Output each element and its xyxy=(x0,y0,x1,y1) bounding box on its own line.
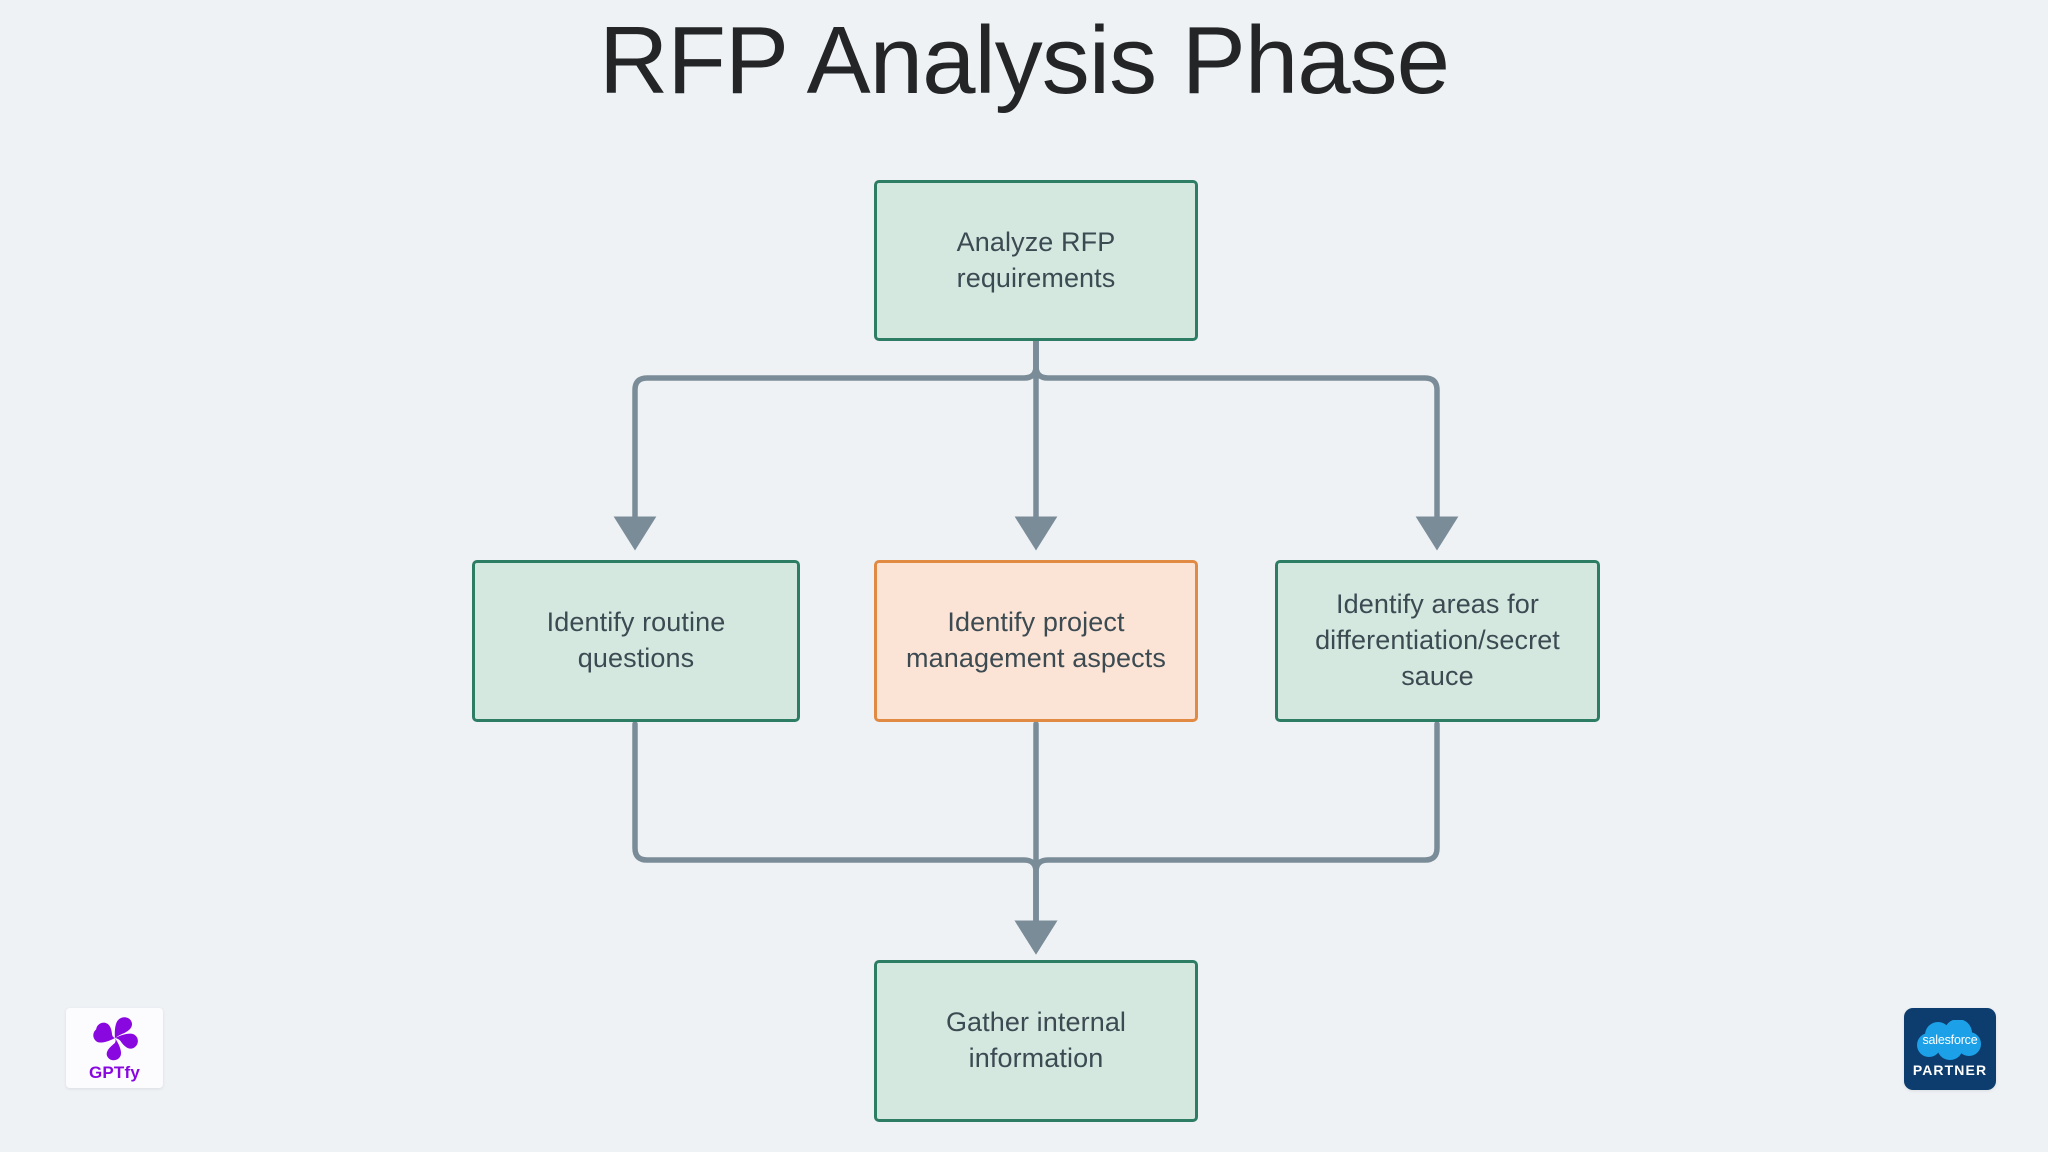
node-label: Identify areas for differentiation/secre… xyxy=(1315,589,1560,691)
node-identify-routine-questions[interactable]: Identify routine questions xyxy=(472,560,800,722)
edge-identify-areas-to-gather xyxy=(1014,721,1440,955)
node-label: Analyze RFP requirements xyxy=(956,226,1116,293)
cloud-shape-icon xyxy=(1917,1019,1981,1060)
edge-bus-to-identify-routine xyxy=(613,338,1039,551)
page-title: RFP Analysis Phase xyxy=(599,7,1450,114)
node-gather-internal-information[interactable]: Gather internal information xyxy=(874,960,1198,1122)
salesforce-cloud-icon: salesforce xyxy=(1913,1019,1987,1060)
node-identify-project-management-aspects[interactable]: Identify project management aspects xyxy=(874,560,1198,722)
pinwheel-icon xyxy=(92,1016,138,1060)
salesforce-wordmark: salesforce xyxy=(1922,1033,1978,1047)
salesforce-partner-badge: salesforce PARTNER xyxy=(1904,1008,1996,1090)
partner-label: PARTNER xyxy=(1912,1062,1988,1078)
node-label: Identify routine questions xyxy=(546,607,726,673)
node-label: Identify project management aspects xyxy=(906,607,1166,673)
gptfy-wordmark: GPTfy xyxy=(88,1062,141,1082)
node-analyze-rfp-requirements[interactable]: Analyze RFP requirements xyxy=(874,180,1198,341)
gptfy-logo: GPTfy xyxy=(66,1008,163,1088)
edge-identify-routine-to-gather xyxy=(632,721,1058,955)
edge-bus-to-identify-areas xyxy=(1033,338,1459,551)
node-identify-areas-for-differentiation[interactable]: Identify areas for differentiation/secre… xyxy=(1275,560,1600,722)
node-label: Gather internal information xyxy=(945,1007,1127,1073)
